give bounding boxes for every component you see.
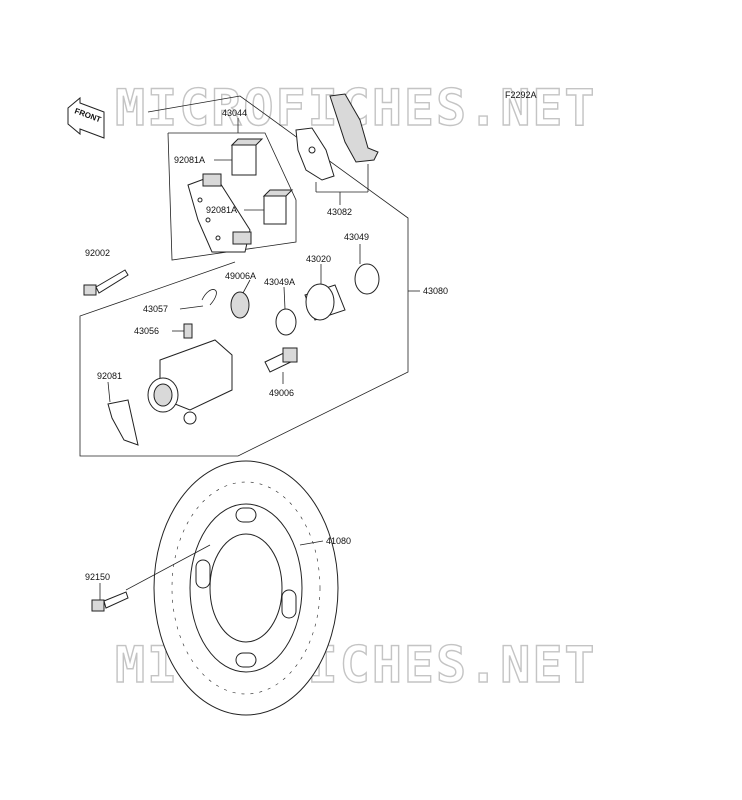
pin-49006 [264, 347, 298, 373]
seal-43049 [354, 263, 380, 295]
figure-code: F2292A [505, 90, 537, 100]
label-92081A-mid: 92081A [206, 205, 237, 215]
pad-spring-92081A-top [230, 138, 264, 176]
label-92081: 92081 [97, 371, 122, 381]
bleeder-43056 [183, 323, 193, 339]
label-43020: 43020 [306, 254, 331, 264]
fitting-43057 [201, 289, 217, 306]
watermark-top: MICROFICHES.NET [115, 79, 597, 137]
caliper-bracket [187, 173, 252, 253]
label-41080: 41080 [326, 536, 351, 546]
bolt-92150 [91, 591, 129, 612]
boot-49006A [230, 291, 250, 319]
assembly-43080-outline [79, 95, 409, 457]
label-43080: 43080 [423, 286, 448, 296]
pad-spring-92081A-mid [262, 189, 294, 225]
label-43049A: 43049A [264, 277, 295, 287]
leader-lines [99, 118, 420, 600]
label-49006A: 49006A [225, 271, 256, 281]
brake-disc-41080 [153, 460, 339, 716]
seal-43049A [275, 308, 297, 336]
label-43044: 43044 [222, 108, 247, 118]
bracket-43044-outline [167, 132, 297, 261]
front-arrow-icon: FRONT [67, 96, 105, 139]
label-43082: 43082 [327, 207, 352, 217]
label-92150: 92150 [85, 572, 110, 582]
label-49006: 49006 [269, 388, 294, 398]
bolt-92002 [83, 269, 129, 296]
label-92002: 92002 [85, 248, 110, 258]
label-43056: 43056 [134, 326, 159, 336]
label-43057: 43057 [143, 304, 168, 314]
label-43049: 43049 [344, 232, 369, 242]
caliper-body [147, 339, 233, 425]
brake-pad-43082 [295, 93, 379, 181]
pad-spring-92081 [107, 399, 139, 446]
label-92081A-top: 92081A [174, 155, 205, 165]
piston-43020 [304, 283, 346, 321]
